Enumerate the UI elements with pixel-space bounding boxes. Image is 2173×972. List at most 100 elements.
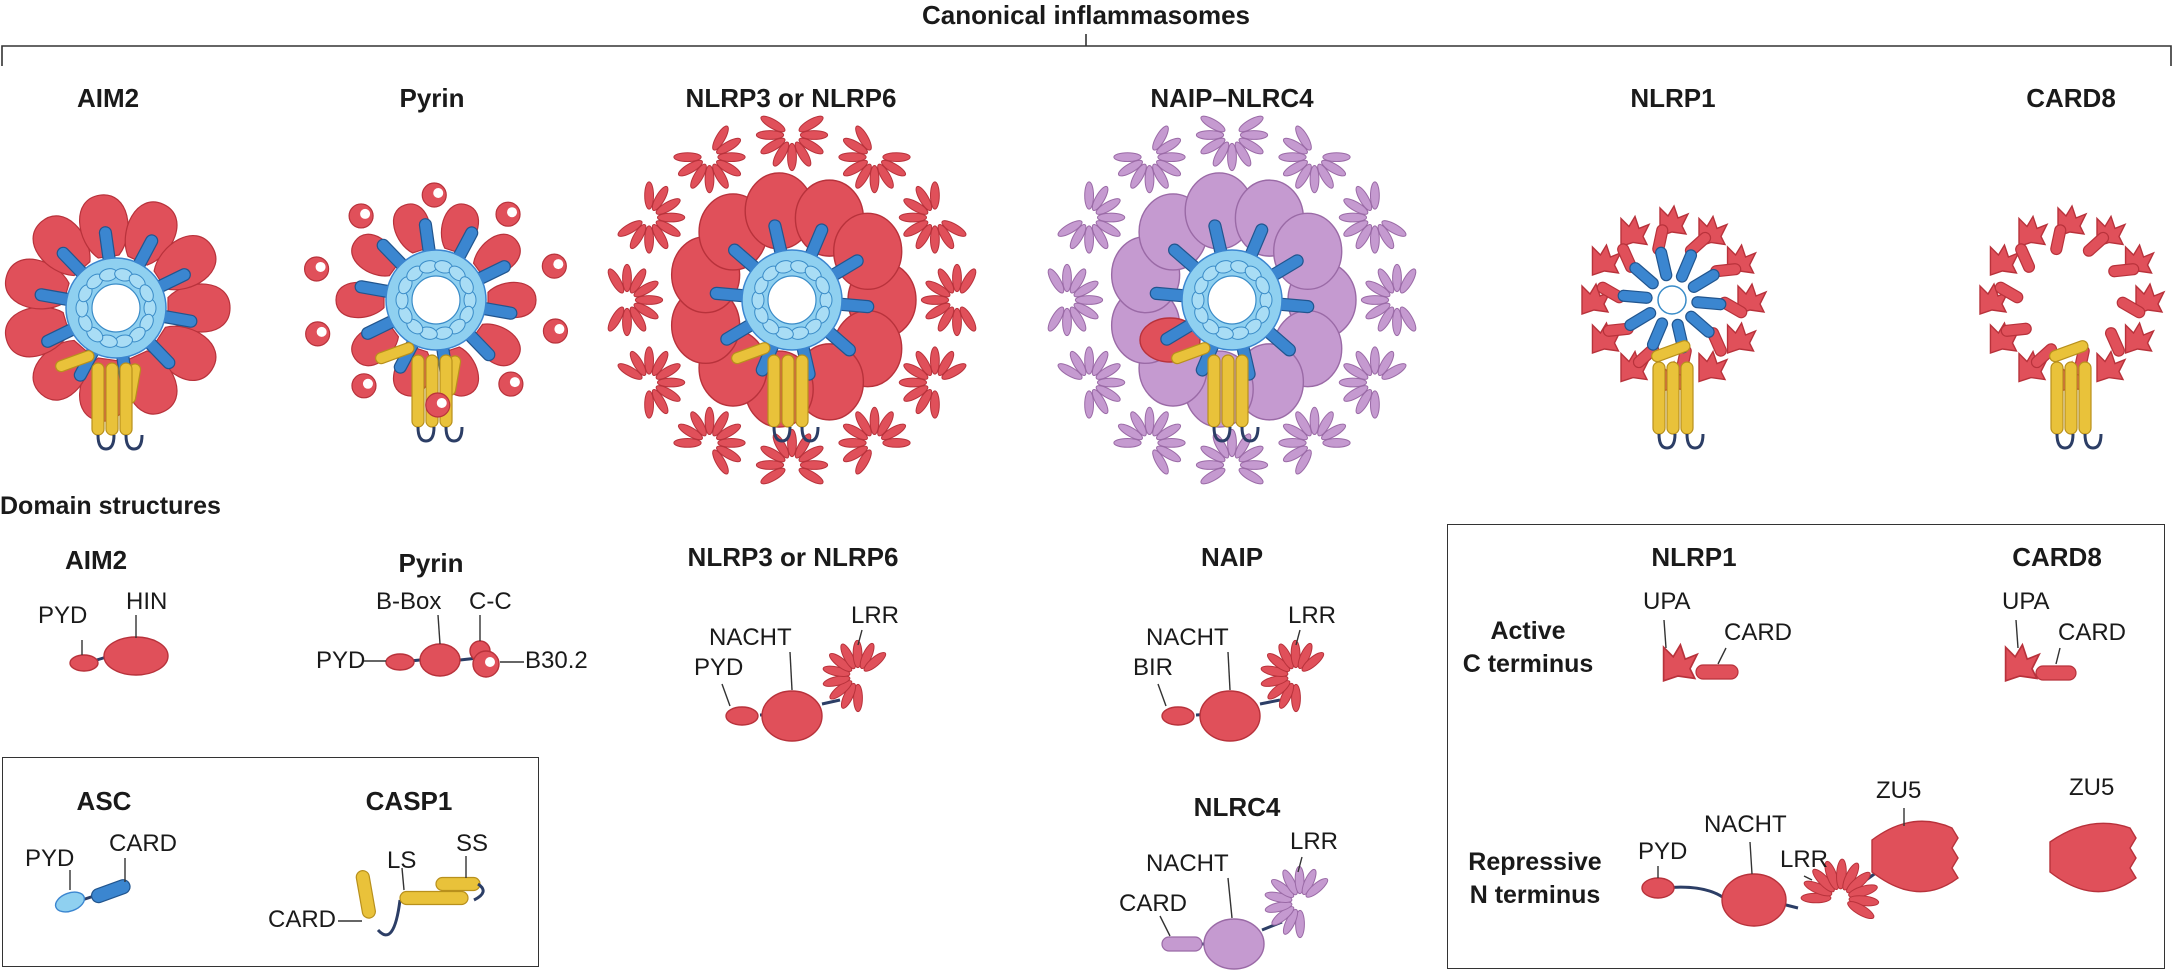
b30-2-notch: [315, 261, 326, 272]
lrr-repeat: [1338, 212, 1368, 223]
domain-structures-heading: Domain structures: [0, 492, 221, 520]
lrr-repeat: [1057, 220, 1083, 237]
lrr-repeat: [760, 137, 786, 155]
lrr-repeat: [929, 390, 940, 419]
lrr-repeat: [634, 295, 664, 305]
lrr-repeat: [929, 181, 940, 210]
lrr-repeat: [1117, 423, 1143, 441]
caspase-subunit: [1235, 354, 1249, 428]
lrr-repeat: [1322, 152, 1351, 163]
lrr-repeat: [656, 212, 686, 223]
card-domain: [2108, 263, 2140, 278]
rod-body: [1646, 317, 1669, 351]
rod-body: [399, 890, 469, 906]
upa-domain: [1591, 243, 1622, 276]
lrr-repeat: [1847, 900, 1875, 920]
domain-title-nlrp1: NLRP1: [1651, 542, 1737, 572]
caspase-dimer: [2050, 361, 2103, 450]
lrr-repeat: [941, 363, 967, 380]
b30-2-notch: [433, 188, 444, 199]
lrr-repeat: [1062, 307, 1072, 337]
lrr-repeat: [1305, 877, 1329, 898]
lrr-repeat: [633, 280, 659, 298]
bir-domain: [1161, 706, 1195, 726]
zu5-domain: [2049, 822, 2137, 893]
lrr-repeat: [677, 423, 703, 441]
lrr-repeat: [673, 152, 702, 163]
domain-title-aim2: AIM2: [64, 545, 128, 575]
lrr-repeat: [915, 224, 933, 250]
diagram-nlrp1-active: [1662, 619, 1739, 682]
lrr-repeat: [1343, 363, 1369, 380]
asc-pyd: [459, 276, 474, 295]
lrr-repeat: [881, 159, 907, 177]
lrr-repeat: [1074, 295, 1104, 305]
lrr-repeat: [1381, 220, 1407, 237]
lrr-repeat: [655, 363, 681, 380]
leader-line: [2015, 619, 2019, 649]
lrr-repeat: [629, 268, 647, 294]
rod-body: [1651, 340, 1691, 363]
lrr-repeat: [1130, 411, 1147, 437]
caspase-loop: [1212, 426, 1260, 443]
lrr-repeat: [644, 346, 655, 375]
caspase-subunit: [105, 362, 119, 436]
lrr-repeat: [855, 163, 872, 189]
lrr-repeat: [842, 445, 868, 463]
lrr-repeat: [1369, 346, 1380, 375]
lrr-repeat: [1156, 159, 1182, 177]
rod-body: [55, 350, 95, 373]
lrr-repeat: [716, 445, 742, 463]
caspase-subunit: [1666, 361, 1680, 435]
lrr-domain: [1264, 865, 1329, 939]
lrr-repeat: [903, 220, 929, 237]
b30-2-notch: [509, 377, 520, 388]
lrr-repeat: [617, 220, 643, 237]
label-hin: HIN: [126, 588, 168, 615]
lrr-repeat-ring: [617, 181, 686, 254]
lrr-repeat: [629, 224, 647, 250]
lrr-repeat: [1200, 467, 1226, 485]
label-lrr: LRR: [1290, 828, 1339, 855]
caspase-subunit: [2050, 361, 2064, 435]
lrr-repeat: [1238, 137, 1264, 155]
lrr-repeat: [1360, 295, 1390, 305]
lrr-repeat: [840, 682, 857, 709]
card-domain: [1994, 281, 2024, 304]
lrr-repeat: [712, 449, 729, 475]
domain-title-naip: NAIP: [1200, 542, 1264, 572]
active-line-2: C terminus: [1462, 650, 1594, 678]
rod-body: [2035, 665, 2077, 681]
asc-pyd: [815, 276, 830, 295]
rod-body: [2116, 296, 2146, 319]
rod-body: [2000, 322, 2032, 337]
lrr-repeat: [798, 467, 824, 485]
complex-pyrin: [303, 182, 569, 443]
lrr-repeat: [644, 225, 655, 254]
lrr-repeat: [1282, 137, 1308, 155]
lrr-repeat: [863, 651, 887, 672]
lrr-repeat-ring: [838, 125, 911, 194]
lrr-repeat: [1239, 130, 1269, 140]
nlrp1-card8-box: [1447, 524, 2165, 969]
lrr-repeat: [937, 268, 955, 294]
label-pyd: PYD: [694, 654, 744, 681]
lrr-repeat: [1073, 280, 1099, 298]
asc-card: [1687, 268, 1720, 293]
diagram-asc: [54, 858, 131, 913]
card-domain: [2030, 343, 2058, 369]
large-subunit: [399, 890, 469, 906]
lrr-repeat: [1282, 423, 1308, 441]
lrr-repeat: [1095, 385, 1121, 402]
lrr-repeat: [1095, 363, 1121, 380]
rod-body: [1617, 289, 1653, 304]
rod-body: [1695, 664, 1739, 680]
lrr-repeat: [690, 411, 707, 437]
leader-line: [401, 867, 405, 891]
card-domain: [90, 879, 131, 904]
lrr-repeat-ring: [755, 115, 829, 172]
label-nacht: NACHT: [709, 624, 792, 651]
diagram-card8-repressive: [2049, 822, 2137, 893]
lrr-repeat: [1282, 908, 1299, 935]
lrr-repeat: [1290, 639, 1301, 669]
